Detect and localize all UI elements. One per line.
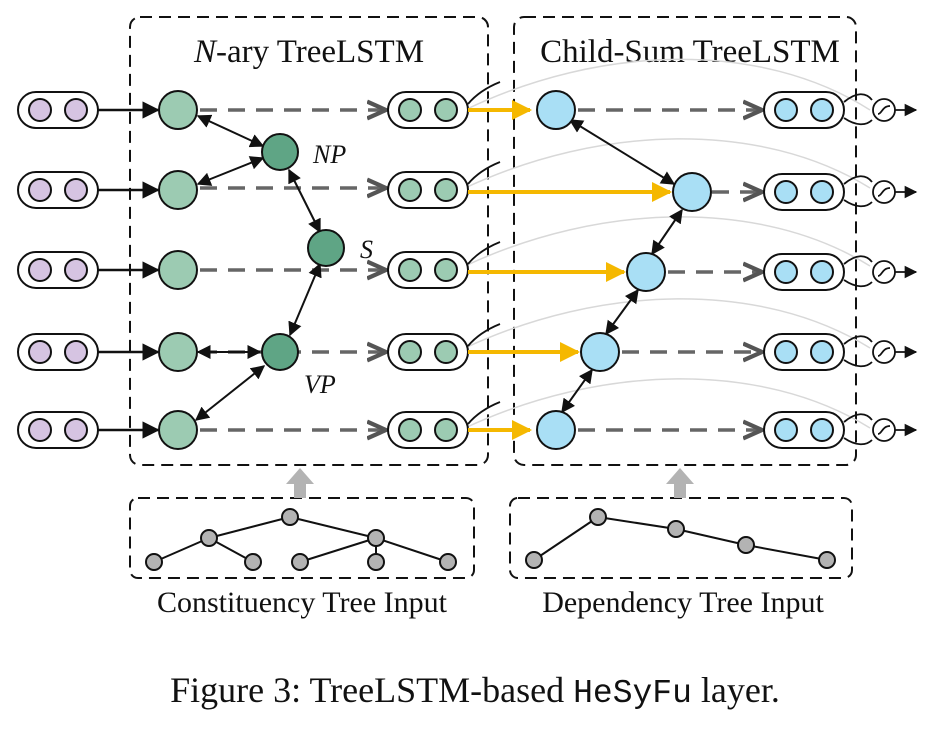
childsum-output-cell	[763, 91, 845, 129]
sigmoid-gate-icon	[843, 413, 918, 446]
nary-nodes	[158, 90, 345, 450]
input-cell	[17, 171, 99, 209]
nary-leaf-node	[158, 410, 198, 450]
childsum-output-cell	[763, 411, 845, 449]
childsum-output-cells	[763, 91, 845, 449]
input-cell	[17, 333, 99, 371]
caption-suffix: layer.	[692, 670, 780, 710]
childsum-node	[672, 172, 712, 212]
nary-output-cell	[387, 333, 469, 371]
input-cells	[17, 91, 99, 449]
sigmoid-gate-icon	[843, 175, 918, 208]
s-node	[307, 229, 345, 267]
nary-title-n: N	[193, 34, 218, 70]
childsum-node	[626, 252, 666, 292]
childsum-node	[536, 410, 576, 450]
dependency-input-panel	[509, 497, 853, 579]
nary-output-cell	[387, 171, 469, 209]
nary-output-cells	[387, 91, 469, 449]
nary-treelstm-title: N-ary TreeLSTM	[193, 34, 424, 70]
input-cell	[17, 411, 99, 449]
sigmoid-gate-icon	[843, 335, 918, 368]
np-node	[261, 133, 299, 171]
input-arrows	[98, 101, 160, 439]
vp-node	[261, 333, 299, 371]
caption-model-name: HeSyFu	[573, 675, 692, 712]
sigmoid-gate-icon	[843, 255, 918, 288]
nary-title-rest: -ary TreeLSTM	[216, 34, 424, 70]
nary-tree-edges	[194, 114, 322, 421]
yellow-arrows	[468, 100, 672, 440]
constituency-tree	[145, 508, 457, 571]
nary-curved-connectors	[467, 81, 501, 425]
nary-output-cell	[387, 91, 469, 129]
vp-label: VP	[304, 370, 336, 399]
caption-prefix: Figure 3: TreeLSTM-based	[170, 670, 573, 710]
childsum-nodes	[536, 90, 712, 450]
dependency-tree	[525, 508, 836, 569]
nary-output-cell	[387, 251, 469, 289]
up-arrow-icon	[666, 468, 694, 498]
figure-caption: Figure 3: TreeLSTM-based HeSyFu layer.	[170, 670, 780, 712]
childsum-treelstm-panel	[513, 16, 857, 466]
fusion-gates	[843, 93, 918, 446]
input-cell	[17, 91, 99, 129]
nary-leaf-node	[158, 332, 198, 372]
childsum-tree-edges	[561, 119, 683, 414]
dependency-input-label: Dependency Tree Input	[542, 586, 824, 619]
np-label: NP	[312, 140, 346, 169]
s-label: S	[360, 235, 373, 264]
childsum-treelstm-title: Child-Sum TreeLSTM	[540, 34, 840, 70]
up-arrow-icon	[286, 468, 314, 498]
childsum-output-cell	[763, 333, 845, 371]
nary-leaf-node	[158, 170, 198, 210]
constituency-input-label: Constituency Tree Input	[157, 586, 448, 619]
childsum-node	[580, 332, 620, 372]
childsum-node	[536, 90, 576, 130]
nary-output-cell	[387, 411, 469, 449]
nary-leaf-node	[158, 250, 198, 290]
input-cell	[17, 251, 99, 289]
sigmoid-gate-icon	[843, 93, 918, 126]
nary-leaf-node	[158, 90, 198, 130]
childsum-dashed-arrows	[578, 110, 762, 430]
tree-input-up-arrows	[286, 468, 694, 498]
childsum-output-cell	[763, 253, 845, 291]
childsum-output-cell	[763, 173, 845, 211]
